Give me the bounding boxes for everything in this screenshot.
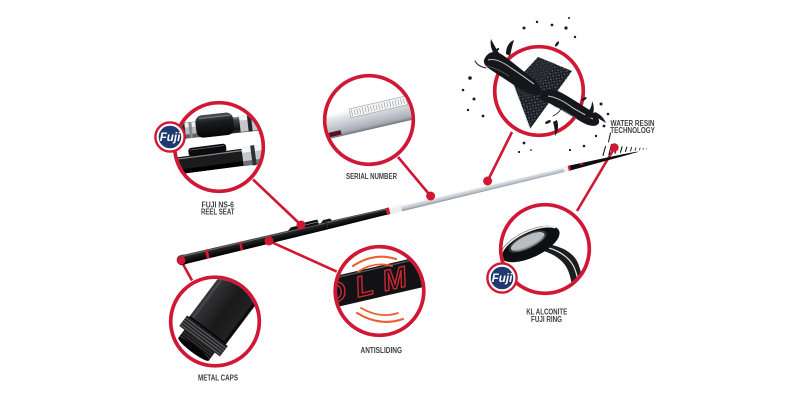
svg-text:Fuji: Fuji	[492, 272, 513, 285]
svg-text:WATER RESIN: WATER RESIN	[611, 119, 655, 128]
svg-text:METAL CAPS: METAL CAPS	[198, 374, 238, 383]
svg-text:REEL SEAT: REEL SEAT	[201, 208, 235, 217]
svg-text:FUJI RING: FUJI RING	[531, 315, 562, 324]
svg-text:KL ALCONITE: KL ALCONITE	[526, 307, 567, 316]
svg-text:Fuji: Fuji	[160, 131, 181, 144]
svg-text:FUJI NS-6: FUJI NS-6	[202, 201, 235, 210]
svg-text:TECHNOLOGY: TECHNOLOGY	[610, 126, 655, 135]
svg-text:ANTISLIDING: ANTISLIDING	[361, 346, 403, 355]
svg-text:SERIAL NUMBER: SERIAL NUMBER	[346, 172, 397, 181]
